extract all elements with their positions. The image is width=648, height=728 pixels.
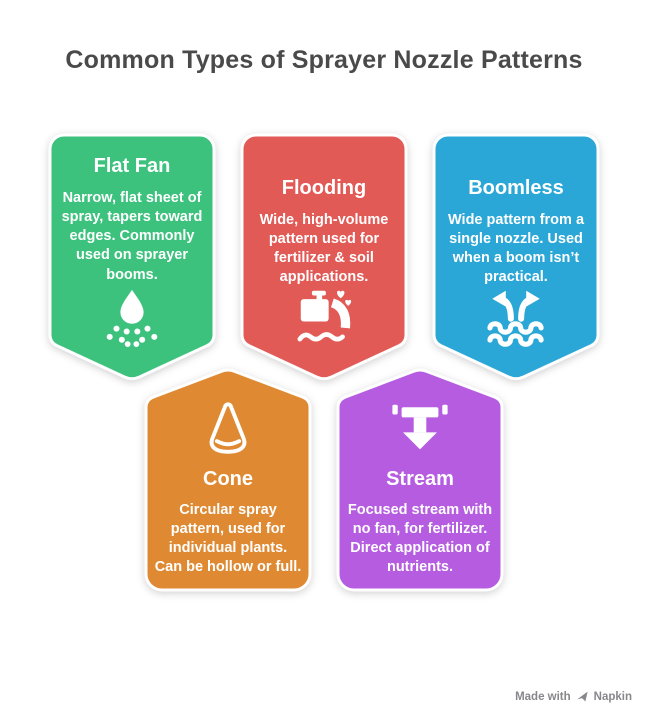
card-shape-arrow-down [240, 133, 408, 381]
card-flat-fan: Flat Fan Narrow, flat sheet of spray, ta… [48, 133, 216, 383]
card-description: Focused stream with no fan, for fertiliz… [347, 502, 493, 576]
card-shape-arrow-up [336, 368, 504, 592]
watermark-made-with-label: Made with [515, 690, 571, 703]
card-title: Flooding [281, 177, 367, 199]
card-shape-arrow-down [48, 133, 216, 381]
card-title: Boomless [468, 177, 564, 199]
napkin-logo-icon [576, 691, 588, 702]
card-shape-arrow-down [432, 133, 600, 381]
card-description: Narrow, flat sheet of spray, tapers towa… [61, 190, 203, 283]
stream-arrow-icon [392, 404, 448, 450]
card-title: Stream [386, 468, 454, 490]
watermark: Made with Napkin [515, 690, 632, 703]
faucet-flood-icon [297, 290, 352, 341]
page-title: Common Types of Sprayer Nozzle Patterns [65, 46, 583, 74]
watermark-brand-label: Napkin [593, 690, 632, 703]
card-stream: Stream Focused stream with no fan, for f… [336, 368, 504, 594]
card-description: Circular spray pattern, used for individ… [154, 502, 302, 576]
cone-icon [209, 402, 247, 454]
card-title: Flat Fan [93, 155, 171, 177]
card-title: Cone [203, 468, 253, 490]
card-cone: Cone Circular spray pattern, used for in… [144, 368, 312, 594]
droplet-spray-icon [106, 289, 158, 347]
card-description: Wide, high-volume pattern used for ferti… [259, 212, 389, 286]
card-description: Wide pattern from a single nozzle. Used … [447, 212, 585, 286]
card-shape-arrow-up [144, 368, 312, 592]
spread-arrows-waves-icon [487, 290, 544, 347]
card-boomless: Boomless Wide pattern from a single nozz… [432, 133, 600, 383]
card-flooding: Flooding Wide, high-volume pattern used … [240, 133, 408, 383]
